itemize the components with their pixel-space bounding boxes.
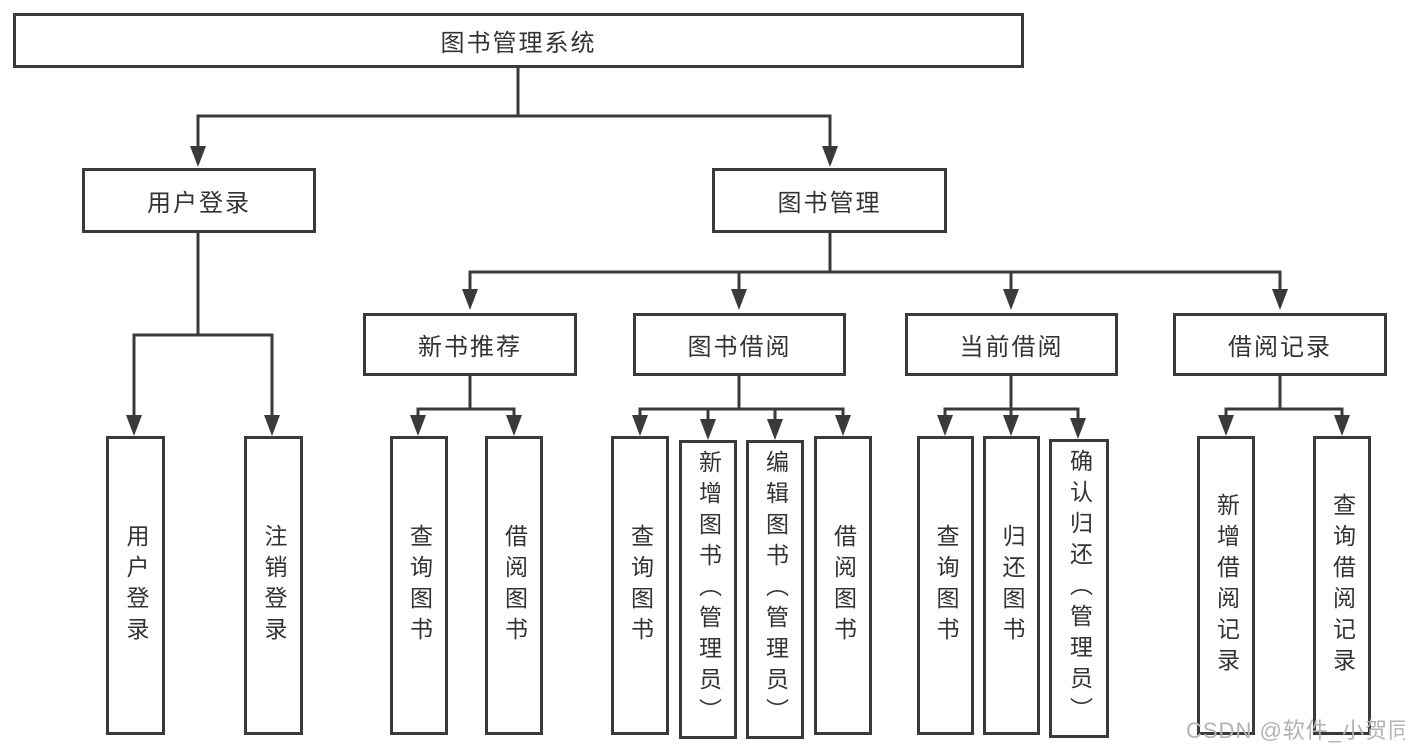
connector-login-children xyxy=(126,231,280,436)
connector-root-to-level2 xyxy=(190,66,838,167)
node-logout: 注销登录 xyxy=(244,436,303,735)
node-book-borrow: 图书借阅 xyxy=(633,313,846,376)
node-login: 用户登录 xyxy=(106,436,165,735)
node-borrow-edit-book-admin: 编辑图书（管理员） xyxy=(746,440,804,739)
connector-records-children xyxy=(1218,374,1350,436)
node-records-query-record: 查询借阅记录 xyxy=(1313,436,1371,735)
node-root: 图书管理系统 xyxy=(13,13,1024,68)
node-user-login-group: 用户登录 xyxy=(82,168,316,233)
node-current-borrow: 当前借阅 xyxy=(905,313,1118,376)
node-newbook-query-book: 查询图书 xyxy=(390,436,448,735)
node-current-return-book: 归还图书 xyxy=(983,436,1040,735)
node-borrow-borrow-book: 借阅图书 xyxy=(814,436,872,735)
node-records-add-record: 新增借阅记录 xyxy=(1197,436,1255,735)
node-current-query-book: 查询图书 xyxy=(917,436,974,735)
node-new-book-recommend: 新书推荐 xyxy=(363,313,577,376)
connector-borrow-children xyxy=(632,374,851,440)
csdn-watermark: CSDN @软件_小贺同学 xyxy=(1186,718,1405,743)
node-borrow-add-book-admin: 新增图书（管理员） xyxy=(679,440,737,739)
connector-newbook-children xyxy=(410,374,522,436)
connector-manage-to-level3 xyxy=(462,231,1288,310)
node-newbook-borrow-book: 借阅图书 xyxy=(485,436,543,735)
node-book-manage: 图书管理 xyxy=(712,168,947,233)
node-borrow-records: 借阅记录 xyxy=(1173,313,1387,376)
connector-current-children xyxy=(937,374,1086,439)
node-current-confirm-return-admin: 确认归还（管理员） xyxy=(1049,439,1109,738)
node-borrow-query-book: 查询图书 xyxy=(611,436,669,735)
